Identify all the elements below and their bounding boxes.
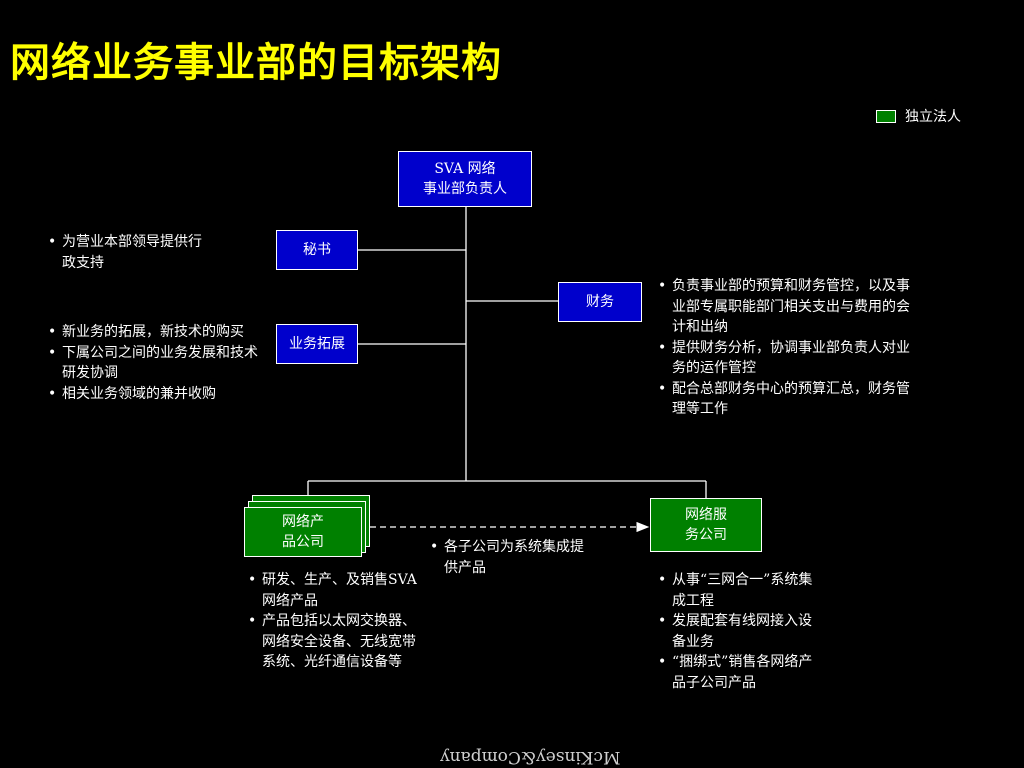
note-item: 负责事业部的预算和财务管控，以及事业部专属职能部门相关支出与费用的会计和出纳 [658, 276, 922, 338]
services-box-label: 网络服 务公司 [685, 507, 727, 543]
products-box: 网络产 品公司 [244, 507, 362, 557]
note-item: 提供财务分析，协调事业部负责人对业务的运作管控 [658, 338, 922, 379]
head-box: SVA 网络 事业部负责人 [398, 151, 532, 207]
note-item: 产品包括以太网交换器、网络安全设备、无线宽带系统、光纤通信设备等 [248, 611, 418, 673]
finance-box: 财务 [558, 282, 642, 322]
note-item: 配合总部财务中心的预算汇总，财务管理等工作 [658, 379, 922, 420]
bizdev-box: 业务拓展 [276, 324, 358, 364]
page-title: 网络业务事业部的目标架构 [10, 40, 502, 86]
products-notes: 研发、生产、及销售SVA 网络产品 产品包括以太网交换器、网络安全设备、无线宽带… [248, 570, 418, 673]
note-item: 为营业本部领导提供行政支持 [48, 232, 208, 273]
note-item: 相关业务领域的兼并收购 [48, 384, 260, 405]
secretary-box-label: 秘书 [303, 242, 331, 258]
services-notes: 从事“三网合一”系统集成工程 发展配套有线网接入设备业务 “捆绑式”销售各网络产… [658, 570, 818, 693]
note-item: 研发、生产、及销售SVA 网络产品 [248, 570, 418, 611]
legend-label: 独立法人 [905, 109, 961, 125]
services-box: 网络服 务公司 [650, 498, 762, 552]
products-box-label: 网络产 品公司 [282, 514, 324, 550]
footer-logo: McKinsey&Company [440, 747, 621, 767]
secretary-notes: 为营业本部领导提供行政支持 [48, 232, 208, 273]
note-item: 下属公司之间的业务发展和技术研发协调 [48, 343, 260, 384]
head-box-label: SVA 网络 事业部负责人 [423, 161, 507, 197]
note-item: 新业务的拓展，新技术的购买 [48, 322, 260, 343]
finance-notes: 负责事业部的预算和财务管控，以及事业部专属职能部门相关支出与费用的会计和出纳 提… [658, 276, 922, 420]
arrow-notes: 各子公司为系统集成提供产品 [430, 537, 590, 578]
legend: 独立法人 [876, 106, 961, 126]
note-item: 从事“三网合一”系统集成工程 [658, 570, 818, 611]
legend-swatch [876, 109, 896, 123]
finance-box-label: 财务 [586, 294, 614, 310]
note-item: 各子公司为系统集成提供产品 [430, 537, 590, 578]
bizdev-box-label: 业务拓展 [289, 336, 345, 352]
note-item: 发展配套有线网接入设备业务 [658, 611, 818, 652]
secretary-box: 秘书 [276, 230, 358, 270]
note-item: “捆绑式”销售各网络产品子公司产品 [658, 652, 818, 693]
bizdev-notes: 新业务的拓展，新技术的购买 下属公司之间的业务发展和技术研发协调 相关业务领域的… [48, 322, 260, 404]
